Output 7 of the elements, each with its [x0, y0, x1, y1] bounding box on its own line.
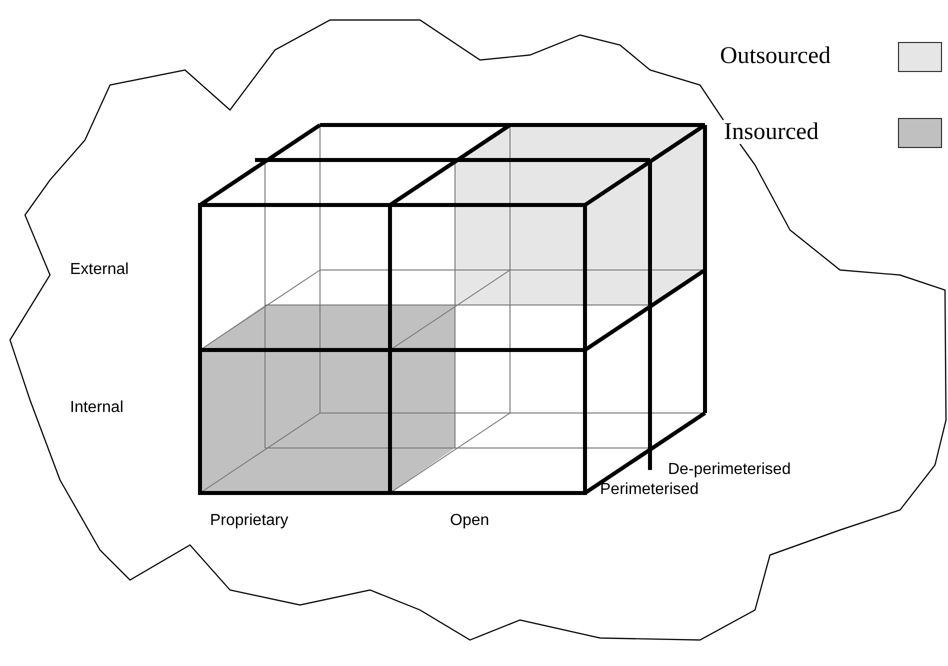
- axis-label: Open: [450, 513, 490, 529]
- axis-label: De-perimeterised: [668, 462, 791, 478]
- axis-label: Proprietary: [210, 513, 288, 529]
- axis-label: External: [70, 262, 129, 278]
- legend-label: Insourced: [722, 120, 821, 144]
- axis-label: Perimeterised: [600, 482, 699, 498]
- axis-label: Internal: [70, 400, 124, 416]
